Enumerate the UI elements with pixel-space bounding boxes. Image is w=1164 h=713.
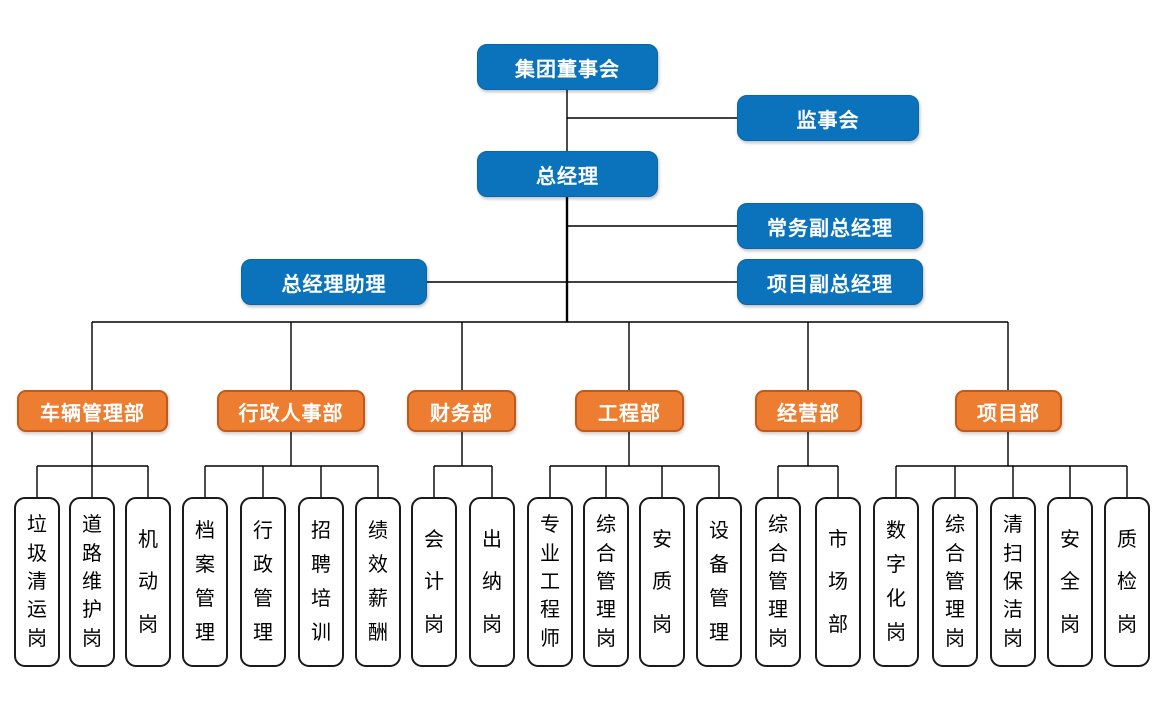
position-box: 数字化岗: [873, 497, 919, 667]
position-box: 档案管理: [182, 497, 228, 667]
position-box: 绩效薪酬: [355, 497, 401, 667]
node-gm-assistant: 总经理助理: [241, 259, 427, 305]
position-box: 安全岗: [1047, 497, 1093, 667]
node-dept-engineering: 工程部: [575, 390, 684, 432]
node-project-deputy-gm: 项目副总经理: [737, 259, 923, 305]
node-general-manager: 总经理: [477, 151, 658, 197]
position-box: 机动岗: [125, 497, 171, 667]
node-board: 集团董事会: [477, 44, 658, 90]
position-box: 设备管理: [696, 497, 742, 667]
node-dept-finance: 财务部: [407, 390, 516, 432]
position-box: 安质岗: [639, 497, 685, 667]
position-box: 综合管理岗: [932, 497, 978, 667]
position-box: 质检岗: [1104, 497, 1150, 667]
position-box: 市场部: [815, 497, 861, 667]
node-dept-admin-hr: 行政人事部: [217, 390, 365, 432]
node-dept-vehicle: 车辆管理部: [17, 390, 168, 432]
position-box: 清扫保洁岗: [990, 497, 1036, 667]
position-box: 专业工程师: [527, 497, 573, 667]
position-box: 出纳岗: [469, 497, 515, 667]
position-box: 行政管理: [240, 497, 286, 667]
position-box: 综合管理岗: [583, 497, 629, 667]
position-box: 道路维护岗: [69, 497, 115, 667]
position-box: 会计岗: [411, 497, 457, 667]
node-dept-project: 项目部: [955, 390, 1062, 432]
position-box: 招聘培训: [298, 497, 344, 667]
position-box: 综合管理岗: [755, 497, 801, 667]
position-box: 垃圾清运岗: [14, 497, 60, 667]
node-exec-deputy-gm: 常务副总经理: [737, 203, 923, 249]
node-supervisory: 监事会: [737, 95, 919, 141]
node-dept-operations: 经营部: [755, 390, 862, 432]
